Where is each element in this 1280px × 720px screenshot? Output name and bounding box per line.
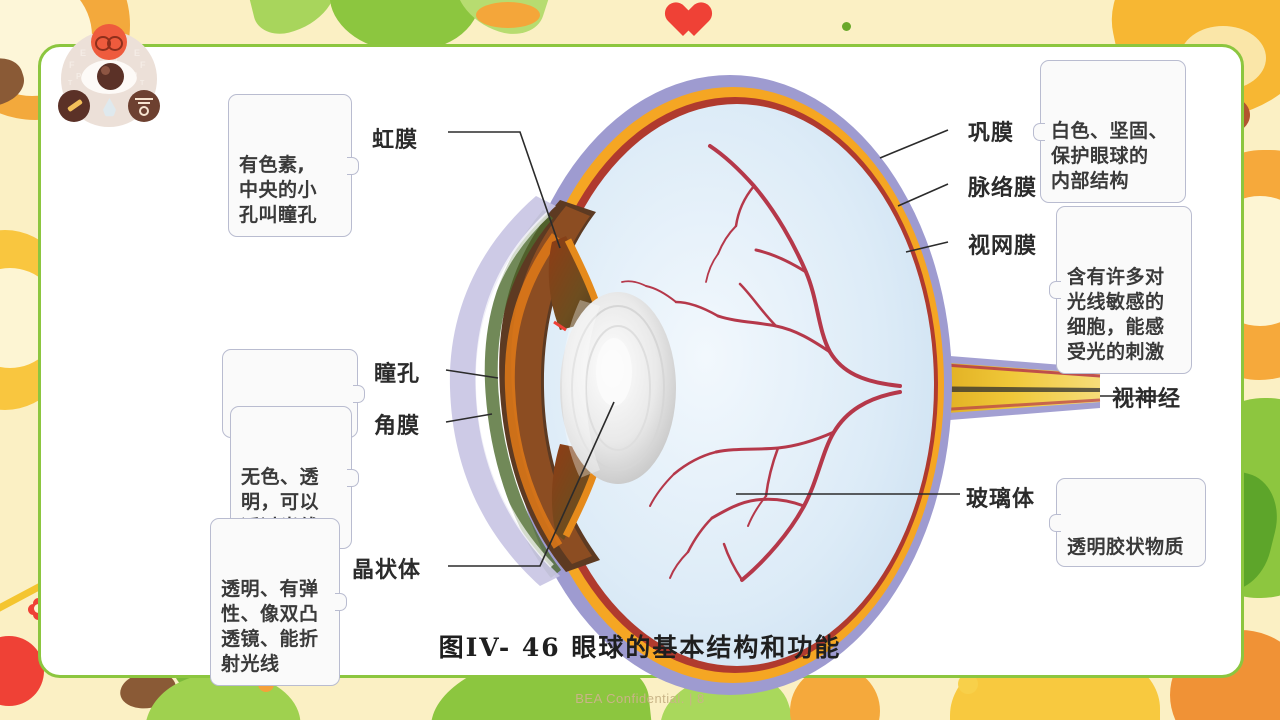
- pen-icon: [58, 90, 90, 122]
- eyeball-globe: [508, 75, 952, 695]
- label-retina: 视网膜: [968, 234, 1038, 259]
- glasses-icon: [91, 24, 127, 60]
- label-sclera: 巩膜: [968, 121, 1015, 146]
- callout-sclera-text: 白色、坚固、 保护眼球的 内部结构: [1051, 120, 1169, 193]
- label-pupil: 瞳孔: [374, 362, 421, 387]
- callout-retina-text: 含有许多对 光线敏感的 细胞，能感 受光的刺激: [1067, 266, 1165, 364]
- callout-tail: [347, 156, 359, 175]
- leader-pupil: [445, 369, 499, 379]
- callout-vitreous: 透明胶状物质: [1049, 478, 1206, 568]
- figure-caption: 图IV- 46 眼球的基本结构和功能: [438, 633, 842, 662]
- callout-sclera: 白色、坚固、 保护眼球的 内部结构: [1033, 60, 1186, 204]
- bg-dot-green: [842, 22, 851, 31]
- vision-chart-glyph: [135, 97, 153, 116]
- leader-sclera: [879, 129, 949, 159]
- callout-tail: [353, 384, 365, 403]
- label-iris: 虹膜: [372, 128, 419, 153]
- bg-shape-orange-pill: [476, 2, 540, 28]
- label-optic-nerve: 视神经: [1112, 387, 1182, 412]
- callout-iris: 有色素, 中央的小 孔叫瞳孔: [228, 94, 359, 238]
- slide-footer: BEA Confidential. | 8: [575, 691, 705, 706]
- cornea-structure: [449, 196, 560, 586]
- vitreous-body: [540, 104, 934, 666]
- label-lens: 晶状体: [352, 558, 422, 583]
- badge-iris: [97, 63, 124, 90]
- label-vitreous: 玻璃体: [966, 487, 1036, 512]
- label-choroid: 脉络膜: [968, 176, 1038, 201]
- callout-vitreous-text: 透明胶状物质: [1067, 536, 1185, 559]
- badge-eye-shape: [81, 60, 137, 94]
- label-cornea: 角膜: [374, 414, 421, 439]
- leader-iris: [448, 131, 561, 249]
- eye-care-badge-icon: E F P T E F P T T O O Z: [52, 22, 166, 136]
- bg-dot-yellow-1: [958, 674, 978, 694]
- iris-upper: [548, 236, 600, 330]
- callout-tail: [1049, 281, 1061, 300]
- callout-lens: 透明、有弹 性、像双凸 透镜、能折 射光线: [210, 518, 347, 687]
- leader-lines: [445, 129, 1160, 567]
- callout-retina: 含有许多对 光线敏感的 细胞，能感 受光的刺激: [1049, 206, 1192, 375]
- vision-test-icon: [128, 90, 160, 122]
- leader-cornea: [445, 413, 493, 423]
- callout-tail: [1033, 122, 1045, 141]
- callout-lens-text: 透明、有弹 性、像双凸 透镜、能折 射光线: [221, 578, 319, 676]
- anterior-segment: [449, 196, 676, 586]
- callout-iris-text: 有色素, 中央的小 孔叫瞳孔: [239, 154, 318, 227]
- retinal-blood-vessels: [621, 144, 902, 582]
- leader-retina: [905, 241, 949, 253]
- callout-tail: [1049, 513, 1061, 532]
- callout-tail: [335, 593, 347, 612]
- leader-choroid: [897, 183, 949, 207]
- callout-tail: [347, 468, 359, 487]
- leader-lens: [448, 401, 615, 567]
